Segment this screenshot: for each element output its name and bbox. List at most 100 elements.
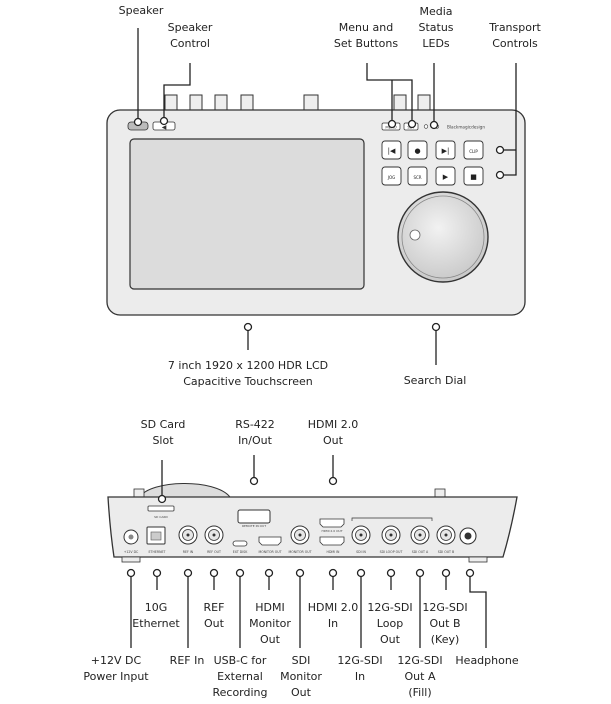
bnc-connector-pin — [212, 533, 216, 537]
bnc-connector-pin — [389, 533, 393, 537]
rear-foot-left — [133, 488, 145, 498]
hdmi-out-port-label: HDMI 2.0 OUT — [321, 529, 342, 533]
transport-button-label: ▶| — [442, 147, 450, 155]
rear-port-label: SDI OUT A — [412, 550, 429, 554]
bnc-connector-pin — [418, 533, 422, 537]
bnc-connector-pin — [298, 533, 302, 537]
front-leader-lines — [137, 28, 517, 365]
transport-button[interactable] — [463, 166, 484, 186]
top-connector-3 — [214, 94, 228, 112]
bnc-connectors — [178, 525, 456, 545]
transport-button-label: JOG — [387, 175, 395, 180]
usbc-port[interactable] — [232, 540, 248, 547]
transport-button[interactable] — [407, 140, 428, 160]
hdmi-monitor-port[interactable] — [258, 536, 282, 546]
transport-button[interactable] — [381, 140, 402, 160]
rear-sd-bulge — [139, 483, 232, 498]
speaker-control-glyph: ◀ — [162, 124, 167, 131]
top-connector-2 — [189, 94, 203, 112]
transport-button[interactable] — [407, 166, 428, 186]
top-connector-4 — [240, 94, 254, 112]
bnc-connector-pin — [444, 533, 448, 537]
rs422-port-label: REMOTE IN OUT — [242, 524, 266, 528]
top-connector-7 — [417, 94, 431, 112]
power-pin — [128, 534, 134, 540]
rear-port-label: MONITOR OUT — [288, 550, 311, 554]
hdmi-out-port[interactable] — [319, 518, 345, 528]
rear-port-label: REF OUT — [207, 550, 221, 554]
rear-port-label: MONITOR OUT — [258, 550, 281, 554]
transport-button-label: ■ — [470, 173, 477, 181]
rear-port-label: HDMI IN — [327, 550, 340, 554]
rear-callout-dots — [126, 476, 475, 578]
rear-port-label: REF IN — [183, 550, 194, 554]
transport-button[interactable] — [435, 140, 456, 160]
sd-card-port-label: SD CARD — [154, 515, 168, 519]
label-speaker: Speaker — [118, 4, 164, 17]
sdi-group-bracket — [351, 517, 433, 521]
label-search-dial: Search Dial — [403, 374, 467, 387]
front-panel: ◀ MENU SET Blackmagicdesign |◀●▶|CLIPJOG… — [106, 94, 526, 316]
headphone-jack-hole — [464, 532, 472, 540]
front-callout-dots — [133, 116, 505, 332]
transport-button[interactable] — [435, 166, 456, 186]
rear-bottom-foot-right — [468, 556, 488, 563]
rear-port-label: SDI IN — [356, 550, 366, 554]
rs422-port[interactable] — [237, 509, 271, 524]
rear-bottom-foot-left — [121, 556, 141, 563]
label-ref-in: REF In — [169, 654, 205, 667]
transport-button-label: |◀ — [388, 147, 396, 155]
rear-port-label: EXT DISK — [233, 550, 249, 554]
transport-button-label: ● — [414, 147, 420, 155]
hdmi-in-port[interactable] — [319, 536, 345, 546]
rear-port-label: ETHERNET — [149, 550, 166, 554]
transport-buttons: |◀ ● ▶| CLIP JOG SCR ▶ ■ — [381, 140, 484, 186]
media-led-1 — [423, 124, 429, 129]
top-connector-5 — [303, 94, 319, 112]
rear-port-label: SDI OUT B — [438, 550, 454, 554]
transport-button-label: SCR — [413, 175, 421, 180]
label-headphone: Headphone — [455, 654, 519, 667]
search-dial-ring — [401, 195, 485, 279]
rear-port-label: +12V DC — [124, 550, 139, 554]
rear-port-label: SDI LOOP OUT — [380, 550, 403, 554]
touchscreen[interactable] — [129, 138, 365, 290]
bnc-connector-pin — [359, 533, 363, 537]
rear-leader-lines — [130, 455, 487, 648]
rear-panel: SD CARD REMOTE IN OUT HDMI 2.0 OUT +12V … — [107, 483, 518, 563]
transport-button-label: ▶ — [443, 173, 449, 181]
bnc-connector-pin — [186, 533, 190, 537]
rear-port-text-labels: +12V DC ETHERNET REF IN REF OUT EXT DISK MONI… — [124, 550, 455, 554]
brand-logo: Blackmagicdesign — [447, 125, 485, 130]
transport-button[interactable] — [463, 140, 484, 160]
transport-button[interactable] — [381, 166, 402, 186]
search-dial-indent — [409, 229, 421, 241]
sd-card-slot[interactable] — [147, 505, 175, 512]
transport-button-label: CLIP — [469, 149, 478, 154]
rear-foot-right — [434, 488, 446, 498]
top-connector-6 — [393, 94, 407, 112]
ethernet-jack — [150, 531, 162, 541]
search-dial[interactable] — [397, 191, 489, 283]
